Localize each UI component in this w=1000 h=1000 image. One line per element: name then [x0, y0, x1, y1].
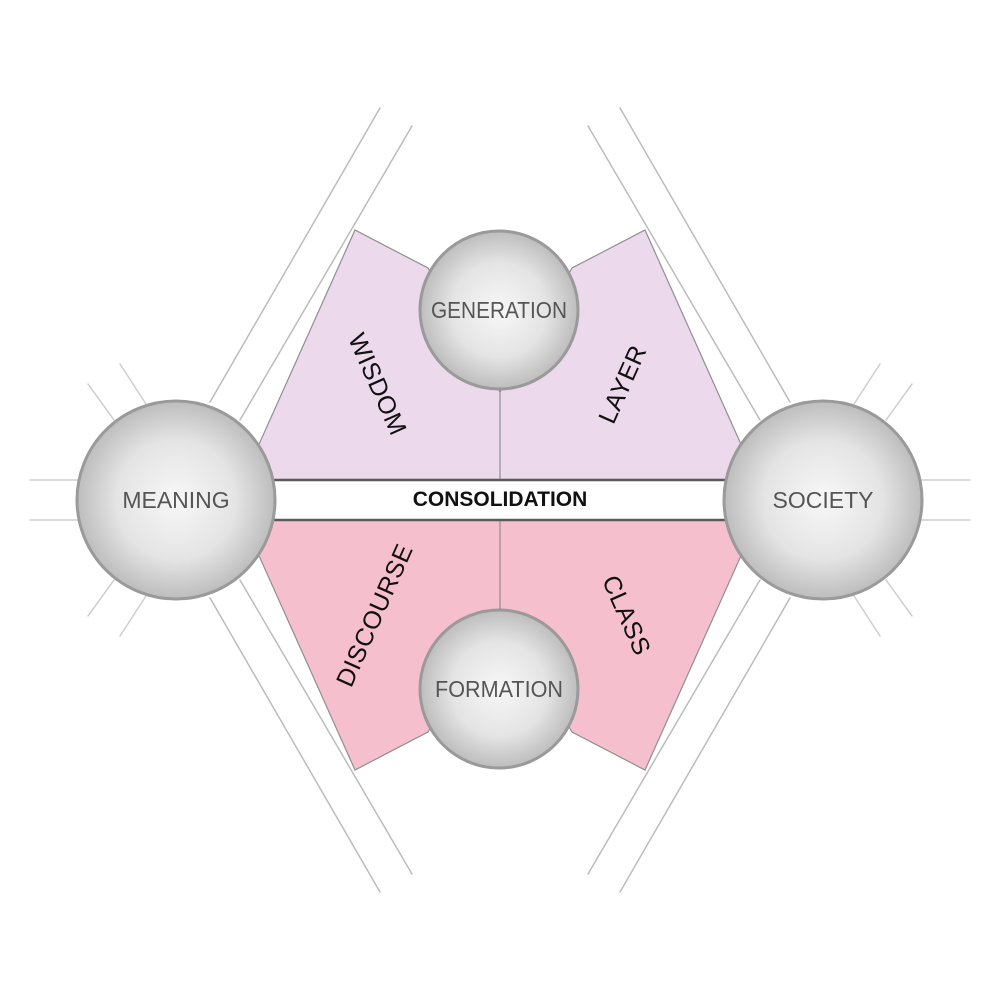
node-society: SOCIETY: [722, 399, 924, 601]
guide-line-lower-right-outer: [619, 597, 791, 893]
center-bar-label: CONSOLIDATION: [413, 488, 588, 511]
node-generation-sphere: [418, 229, 580, 391]
guide-line-lower-left-outer: [209, 597, 381, 893]
spike-right-upper-1: [885, 383, 913, 421]
spike-right-lower-1: [885, 579, 913, 617]
node-society-sphere: [722, 399, 924, 601]
guide-line-upper-left-inner: [239, 125, 413, 421]
center-bar: CONSOLIDATION: [262, 478, 738, 522]
center-bar-box: [262, 480, 738, 520]
spike-left-upper-2: [119, 363, 147, 405]
spike-left-lower-2: [119, 595, 147, 637]
node-meaning: MEANING: [75, 399, 277, 601]
guide-line-lower-right-inner: [587, 579, 761, 875]
node-meaning-sphere: [75, 399, 277, 601]
spike-left-upper-1: [87, 383, 115, 421]
node-generation: GENERATION: [418, 229, 580, 391]
outer-guide-lines: [29, 107, 971, 893]
guide-line-upper-right-inner: [587, 125, 761, 421]
node-formation: FORMATION: [418, 608, 580, 770]
guide-line-lower-left-inner: [239, 579, 413, 875]
spike-right-upper-2: [853, 363, 881, 405]
sectors: [242, 229, 758, 771]
guide-line-upper-right-outer: [619, 107, 791, 403]
node-generation-label: GENERATION: [431, 297, 567, 323]
guide-line-upper-left-outer: [209, 107, 381, 403]
spike-left-lower-1: [87, 579, 115, 617]
node-meaning-label: MEANING: [122, 487, 229, 513]
spike-right-lower-2: [853, 595, 881, 637]
node-society-label: SOCIETY: [773, 487, 874, 513]
node-formation-label: FORMATION: [435, 676, 563, 702]
node-formation-sphere: [418, 608, 580, 770]
